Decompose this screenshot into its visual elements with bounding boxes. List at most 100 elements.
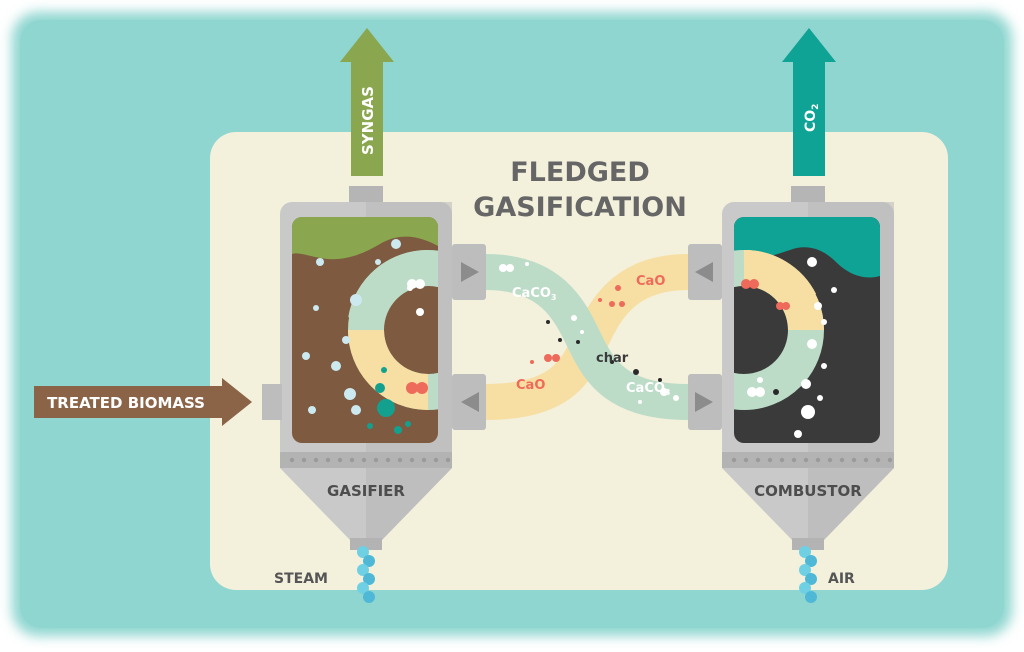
particle	[499, 264, 507, 272]
bubble	[801, 405, 815, 419]
loop-particles	[499, 262, 679, 404]
bubble	[302, 352, 310, 360]
cao-particle	[416, 382, 428, 394]
grate-dot	[397, 457, 403, 463]
grate-dot	[385, 457, 391, 463]
grate-dot	[827, 457, 833, 463]
bubble	[416, 308, 424, 316]
grate-dot	[409, 457, 415, 463]
particle	[673, 395, 679, 401]
particle	[544, 354, 552, 362]
particle	[546, 320, 550, 324]
bubble	[350, 294, 362, 306]
bubble	[807, 257, 817, 267]
bubble	[801, 379, 811, 389]
particle	[660, 388, 668, 396]
cao-particle	[776, 302, 784, 310]
gas-bubble	[357, 582, 369, 594]
bubble	[394, 426, 402, 434]
particle	[633, 369, 639, 375]
grate-dot	[361, 457, 367, 463]
bubble	[316, 258, 324, 266]
bubble	[821, 319, 827, 325]
combustor-bed	[734, 217, 880, 443]
syngas-label: SYNGAS	[359, 86, 377, 155]
particle	[530, 360, 534, 364]
grate-dot	[767, 457, 773, 463]
particle	[580, 330, 584, 334]
cao-particle	[741, 279, 751, 289]
gasifier-port-arrow-in	[461, 392, 479, 412]
gas-bubble	[799, 546, 811, 558]
cao-particle	[782, 302, 790, 310]
particle	[598, 298, 602, 302]
bubble	[794, 430, 802, 438]
caco3-top-label: CaCO3	[512, 286, 556, 302]
grate-dot	[851, 457, 857, 463]
bubble	[814, 302, 822, 310]
cao-particle	[749, 279, 759, 289]
particle	[638, 400, 642, 404]
combustor-port-arrow-out	[695, 392, 713, 412]
co2-label: CO2	[803, 104, 821, 132]
air-inlet	[799, 546, 817, 603]
gas-bubble	[805, 591, 817, 603]
bubble	[381, 367, 387, 373]
grate-dot	[839, 457, 845, 463]
air-label: AIR	[828, 571, 855, 587]
gas-bubble	[805, 573, 817, 585]
particle	[552, 354, 560, 362]
bubble	[821, 363, 827, 369]
grate-dot	[445, 457, 451, 463]
grate-dot	[433, 457, 439, 463]
particle	[610, 360, 614, 364]
particle	[619, 301, 625, 307]
gas-bubble	[799, 582, 811, 594]
solids-loop	[485, 254, 689, 420]
particle	[609, 301, 615, 307]
gas-bubble	[799, 564, 811, 576]
grate-dot	[349, 457, 355, 463]
combustor-bubbles	[741, 257, 837, 438]
grate-dot	[875, 457, 881, 463]
grate-dot	[755, 457, 761, 463]
gas-bubble	[357, 564, 369, 576]
combustor-port-arrow-in	[695, 262, 713, 282]
gasifier-grate	[289, 457, 451, 463]
grate-dot	[731, 457, 737, 463]
particle	[658, 378, 662, 382]
particle	[558, 338, 562, 342]
gasifier-label: GASIFIER	[327, 482, 405, 500]
gas-bubble	[357, 546, 369, 558]
treated-biomass-arrow: TREATED BIOMASS	[34, 378, 252, 426]
particle	[615, 285, 621, 291]
bubble	[375, 259, 381, 265]
bubble	[807, 339, 817, 349]
grate-dot	[325, 457, 331, 463]
diagram-title-line2: GASIFICATION	[473, 192, 687, 223]
treated-biomass-label: TREATED BIOMASS	[47, 394, 205, 412]
grate-dot	[779, 457, 785, 463]
bubble	[375, 383, 385, 393]
grate-dot	[791, 457, 797, 463]
caco3-particle	[755, 387, 765, 397]
bubble	[773, 389, 779, 395]
cao-top-label: CaO	[636, 274, 665, 289]
bubble	[831, 287, 837, 293]
caco3-bottom-label: CaCO3	[626, 381, 670, 397]
gasifier-port-arrow-out	[461, 262, 479, 282]
bubble	[377, 399, 395, 417]
caco3-particle	[407, 279, 417, 289]
grate-dot	[863, 457, 869, 463]
combustor-grate	[731, 457, 893, 463]
gas-bubble	[805, 555, 817, 567]
bubble	[405, 421, 411, 427]
bubble	[351, 405, 361, 415]
bubble	[342, 336, 350, 344]
grate-dot	[887, 457, 893, 463]
gasifier-bubbles	[302, 239, 428, 434]
grate-dot	[803, 457, 809, 463]
bubble	[313, 305, 319, 311]
